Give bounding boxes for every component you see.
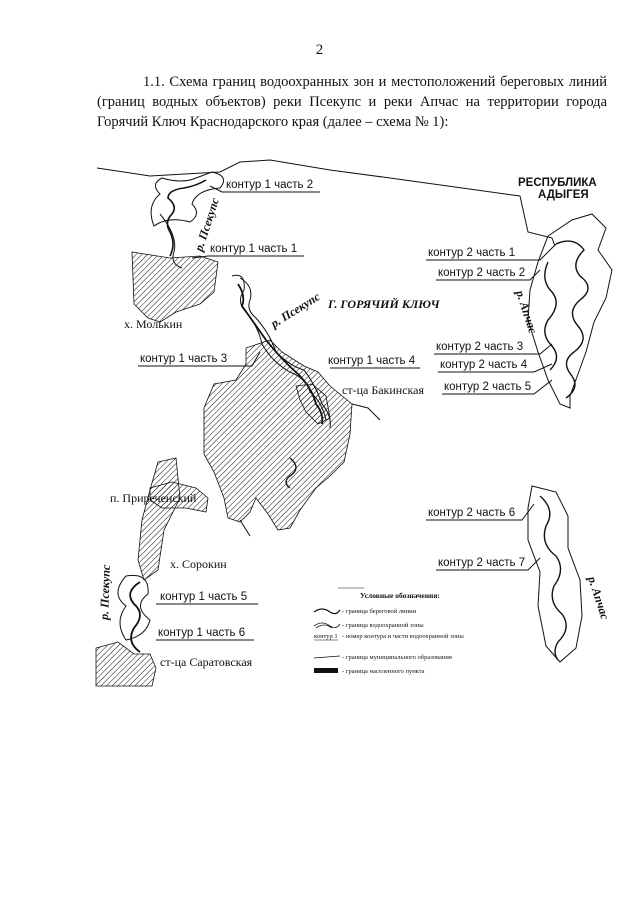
legend-title: Условные обозначения: bbox=[360, 591, 440, 600]
page-number: 2 bbox=[315, 42, 324, 58]
river-label-psekups-2: р. Псекупс bbox=[267, 289, 323, 331]
settlement-label-bakinskaya: ст-ца Бакинская bbox=[342, 383, 425, 397]
settlement-label-sorokin: х. Сорокин bbox=[170, 557, 227, 571]
contour-label-c1p2: контур 1 часть 2 bbox=[226, 179, 313, 191]
apchas-upper-zone bbox=[527, 213, 613, 409]
apchas-lower-shoreline bbox=[539, 495, 567, 661]
city-label: Г. ГОРЯЧИЙ КЛЮЧ bbox=[327, 296, 441, 311]
region-label-2: АДЫГЕЯ bbox=[538, 189, 589, 201]
settlement-saratovskaya bbox=[95, 641, 157, 687]
municipal-boundary bbox=[96, 159, 556, 247]
contour-label-c2p1: контур 2 часть 1 bbox=[428, 247, 515, 259]
intro-paragraph: 1.1. Схема границ водоохранных зон и мес… bbox=[97, 72, 607, 132]
legend-item-contour-number: - номер контура и части водоохранной зон… bbox=[342, 633, 464, 640]
contour-label-c1p4: контур 1 часть 4 bbox=[328, 355, 416, 367]
legend-item-municipal: - граница муниципального образования bbox=[342, 654, 452, 661]
boundary-line-small bbox=[239, 403, 381, 537]
contour-label-c1p3: контур 1 часть 3 bbox=[140, 353, 227, 365]
legend-sample-contour: контур 1 bbox=[314, 633, 338, 640]
psekups-upper-shoreline bbox=[166, 179, 207, 257]
psekups-middle-loop bbox=[285, 457, 297, 489]
contour-label-c2p2: контур 2 часть 2 bbox=[438, 267, 525, 279]
legend-item-zone: - граница водоохранной зоны bbox=[342, 622, 424, 629]
legend-item-shoreline: - граница береговой линии bbox=[342, 608, 417, 615]
contour-label-c2p3: контур 2 часть 3 bbox=[436, 341, 523, 353]
settlement-molkin bbox=[131, 251, 219, 323]
contour-label-c2p4: контур 2 часть 4 bbox=[440, 359, 528, 371]
settlement-label-molkin: х. Молькин bbox=[124, 317, 183, 331]
apchas-lower-zone bbox=[527, 485, 583, 663]
psekups-middle-zone bbox=[231, 274, 327, 421]
river-label-apchas-2: р. Апчас bbox=[585, 574, 613, 622]
contour-label-c1p5: контур 1 часть 5 bbox=[160, 591, 247, 603]
settlement-saratovskaya-strip bbox=[137, 457, 181, 581]
apchas-upper-shoreline bbox=[544, 240, 589, 399]
river-label-apchas-1: р. Апчас bbox=[513, 288, 541, 336]
settlement-label-saratovskaya: ст-ца Саратовская bbox=[160, 655, 253, 669]
map-legend: Условные обозначения: - граница берегово… bbox=[313, 587, 464, 675]
contour-label-c2p7: контур 2 часть 7 bbox=[438, 557, 525, 569]
intro-text: 1.1. Схема границ водоохранных зон и мес… bbox=[97, 74, 607, 130]
contour-label-c1p1: контур 1 часть 1 bbox=[210, 243, 297, 255]
settlement-goryachiy-klyuch bbox=[203, 339, 353, 531]
psekups-lower-zone bbox=[117, 574, 151, 641]
contour-leader-lines bbox=[138, 185, 557, 641]
region-label-1: РЕСПУБЛИКА bbox=[518, 177, 597, 189]
psekups-middle-shoreline bbox=[237, 283, 324, 425]
contour-label-c2p6: контур 2 часть 6 bbox=[428, 507, 515, 519]
river-label-psekups-3: р. Псекупс bbox=[97, 564, 113, 621]
contour-label-c1p6: контур 1 часть 6 bbox=[158, 627, 245, 639]
contour-label-c2p5: контур 2 часть 5 bbox=[444, 381, 531, 393]
psekups-lower-shoreline bbox=[129, 581, 141, 653]
settlement-label-pricherednyi: п. Приреченский bbox=[110, 491, 197, 505]
legend-item-settlement: - граница населенного пункта bbox=[342, 668, 425, 675]
